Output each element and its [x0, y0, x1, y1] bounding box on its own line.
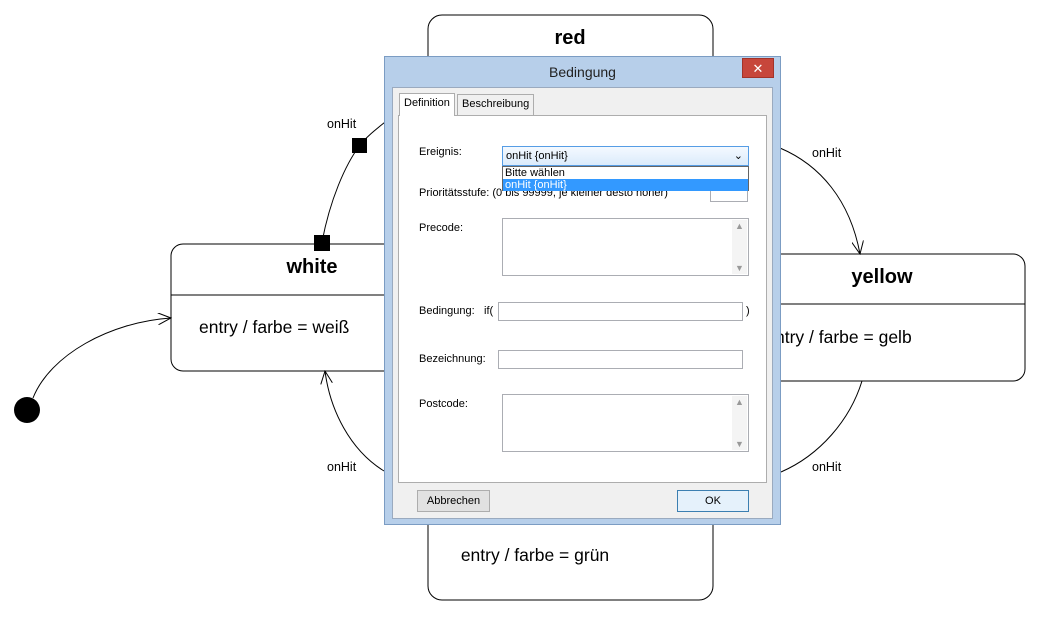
transition-green-white-label: onHit	[327, 460, 357, 474]
transition-red-yellow-label: onHit	[812, 146, 842, 160]
dropdown-option-onhit[interactable]: onHit {onHit}	[503, 179, 748, 191]
ereignis-dropdown-list: Bitte wählen onHit {onHit}	[502, 166, 749, 191]
cancel-button[interactable]: Abbrechen	[417, 490, 490, 512]
bezeichnung-label: Bezeichnung:	[419, 353, 486, 365]
bezeichnung-input[interactable]	[498, 350, 743, 369]
bedingung-input[interactable]	[498, 302, 743, 321]
postcode-label: Postcode:	[419, 398, 468, 410]
precode-textarea[interactable]: ▲ ▼	[502, 218, 749, 276]
tab-definition[interactable]: Definition	[399, 93, 455, 116]
state-white-entry: entry / farbe = weiß	[199, 317, 349, 337]
close-button[interactable]: ✕	[742, 58, 774, 78]
ereignis-select-value: onHit {onHit}	[506, 150, 568, 162]
transition-yellow-green[interactable]	[780, 380, 863, 473]
if-open-label: if(	[484, 305, 494, 317]
close-icon: ✕	[752, 61, 764, 76]
state-white-title: white	[285, 256, 337, 278]
bedingung-label: Bedingung:	[419, 305, 475, 317]
transition-red-yellow[interactable]	[779, 147, 860, 254]
state-green-entry: entry / farbe = grün	[461, 545, 609, 565]
transition-yellow-green-label: onHit	[812, 460, 842, 474]
dialog-title: Bedingung	[549, 64, 616, 80]
precode-scrollbar[interactable]: ▲ ▼	[732, 220, 747, 274]
postcode-textarea[interactable]: ▲ ▼	[502, 394, 749, 452]
postcode-scrollbar[interactable]: ▲ ▼	[732, 396, 747, 450]
ok-button[interactable]: OK	[677, 490, 749, 512]
dialog-client-area: Definition Beschreibung Ereignis: onHit …	[392, 87, 773, 519]
transition-handle-mid[interactable]	[352, 138, 367, 153]
dialog-titlebar[interactable]: Bedingung ✕	[385, 57, 780, 87]
ereignis-label: Ereignis:	[419, 146, 462, 158]
definition-panel: Ereignis: onHit {onHit} ⌄ Bitte wählen o…	[398, 115, 767, 483]
state-yellow-title: yellow	[851, 266, 913, 288]
if-close-label: )	[746, 305, 750, 317]
state-green[interactable]: entry / farbe = grün	[427, 499, 714, 601]
precode-label: Precode:	[419, 222, 464, 234]
initial-transition	[32, 318, 171, 399]
state-yellow[interactable]: yellow ntry / farbe = gelb	[739, 253, 1026, 382]
scroll-down-icon[interactable]: ▼	[735, 263, 744, 273]
bedingung-dialog: Bedingung ✕ Definition Beschreibung Erei…	[384, 56, 781, 525]
scroll-up-icon[interactable]: ▲	[735, 397, 744, 407]
scroll-up-icon[interactable]: ▲	[735, 221, 744, 231]
transition-handle-start[interactable]	[314, 235, 330, 251]
tab-beschreibung[interactable]: Beschreibung	[457, 94, 535, 115]
transition-green-white[interactable]	[325, 371, 385, 472]
dropdown-option-bitte-waehlen[interactable]: Bitte wählen	[505, 167, 565, 179]
initial-state-marker	[14, 397, 40, 423]
state-red-title: red	[554, 27, 585, 49]
transition-white-red-label: onHit	[327, 117, 357, 131]
transition-white-red[interactable]	[321, 117, 391, 243]
ereignis-select[interactable]: onHit {onHit} ⌄	[502, 146, 749, 166]
scroll-down-icon[interactable]: ▼	[735, 439, 744, 449]
chevron-down-icon[interactable]: ⌄	[733, 150, 743, 162]
state-yellow-entry: ntry / farbe = gelb	[775, 327, 912, 347]
